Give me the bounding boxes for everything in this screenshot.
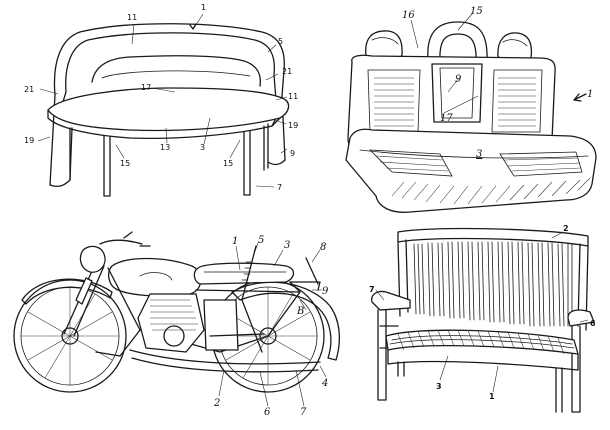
car-seat-label: 9	[455, 74, 462, 85]
bench-label: 2	[563, 224, 569, 233]
motorcycle-label: 5	[258, 235, 264, 246]
sofa-label: 21	[282, 67, 292, 76]
bench-labels: 2 7 6 3 1	[369, 224, 596, 401]
motorcycle-label: 9	[322, 286, 329, 297]
sofa-label: 9	[290, 149, 295, 158]
motorcycle-labels: 1 5 3 8 9 B 4 2 6 7	[213, 235, 329, 418]
motorcycle-label: 8	[320, 242, 326, 253]
motorcycle-label: 4	[321, 378, 328, 389]
motorcycle-label: 7	[300, 407, 307, 418]
car-seat-label: 1	[587, 89, 593, 100]
car-seat-labels: 16 15 9 17 3 1	[402, 6, 593, 160]
motorcycle-label: 2	[213, 398, 220, 409]
motorcycle-label: 1	[232, 236, 238, 247]
car-seat-drawing	[345, 13, 597, 213]
sofa-label: 15	[120, 159, 130, 168]
sofa-label: 19	[288, 121, 298, 130]
sofa-label: 13	[160, 143, 170, 152]
car-seat-label: 16	[402, 10, 415, 21]
bench-drawing	[371, 227, 595, 413]
sofa-label: 15	[223, 159, 233, 168]
sofa-label: 11	[127, 13, 137, 22]
motorcycle-label: 6	[264, 407, 271, 418]
car-seat-label: 15	[470, 6, 483, 17]
bench-label: 7	[369, 285, 375, 294]
sofa-label: 17	[141, 83, 151, 92]
bench-label: 6	[590, 319, 596, 328]
sofa-label: 7	[277, 183, 282, 192]
car-seat-label: 3	[476, 149, 482, 160]
sofa-label: 21	[24, 85, 34, 94]
sofa-label: 11	[288, 92, 298, 101]
sofa-label: 1	[201, 3, 206, 12]
sofa-label: 3	[200, 143, 205, 152]
sofa-drawing	[37, 13, 290, 197]
bench-label: 3	[436, 382, 442, 391]
bench-label: 1	[489, 392, 495, 401]
sofa-label: 19	[24, 136, 34, 145]
sofa-labels: 1 11 5 21 21 17 11 19 19 3 13 15 15 9 7	[24, 3, 298, 192]
car-seat-label: 17	[440, 113, 453, 124]
motorcycle-drawing	[13, 231, 341, 407]
motorcycle-label: 3	[284, 240, 290, 251]
motorcycle-label: B	[296, 306, 304, 317]
sofa-label: 5	[278, 37, 283, 46]
